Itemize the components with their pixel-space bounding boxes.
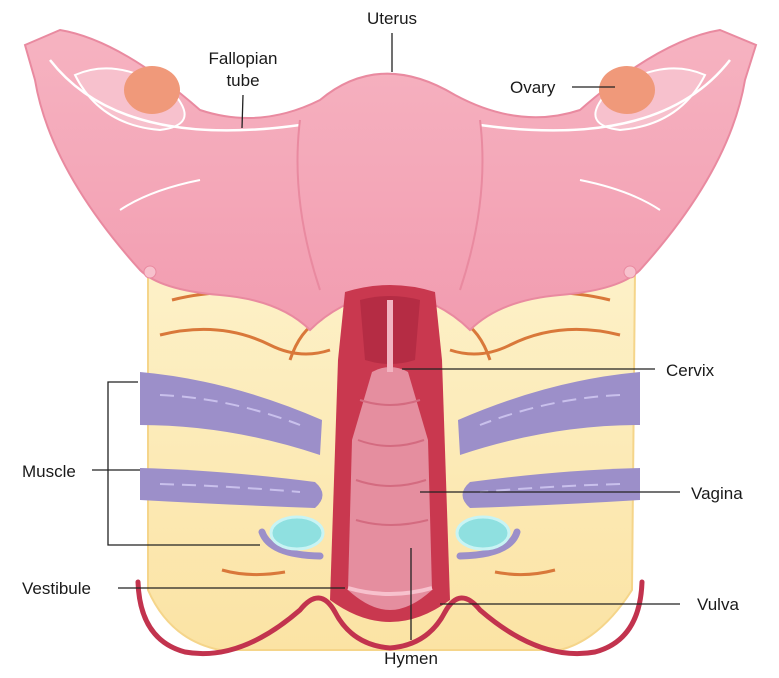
- label-fallopian-tube-line2: tube: [226, 71, 259, 90]
- ovary-left: [124, 66, 180, 114]
- gland-left: [271, 517, 323, 549]
- label-fallopian-tube-line1: Fallopian: [209, 49, 278, 68]
- label-vestibule: Vestibule: [22, 579, 91, 598]
- label-cervix: Cervix: [666, 361, 715, 380]
- label-muscle: Muscle: [22, 462, 76, 481]
- label-vagina: Vagina: [691, 484, 743, 503]
- ovary-right: [599, 66, 655, 114]
- vaginal-canal: [330, 285, 450, 622]
- uterus-group: [25, 30, 756, 330]
- gland-right: [457, 517, 509, 549]
- label-vulva: Vulva: [697, 595, 739, 614]
- label-hymen: Hymen: [384, 649, 438, 668]
- label-uterus: Uterus: [367, 9, 417, 28]
- label-ovary: Ovary: [510, 78, 556, 97]
